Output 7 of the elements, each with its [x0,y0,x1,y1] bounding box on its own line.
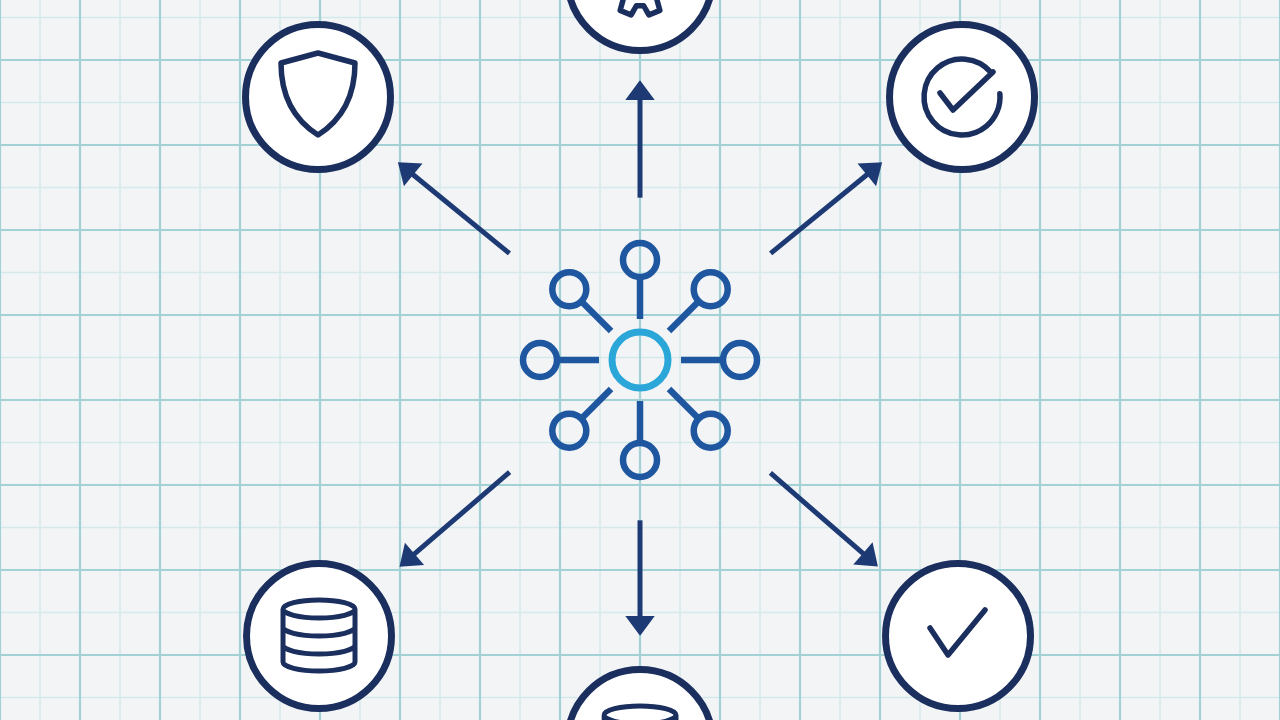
circle [886,21,1038,173]
circle [242,21,394,173]
circle [243,560,395,712]
circle [882,560,1034,712]
network-hub-icon [519,239,761,481]
arrow [768,471,878,567]
circle [564,666,716,720]
